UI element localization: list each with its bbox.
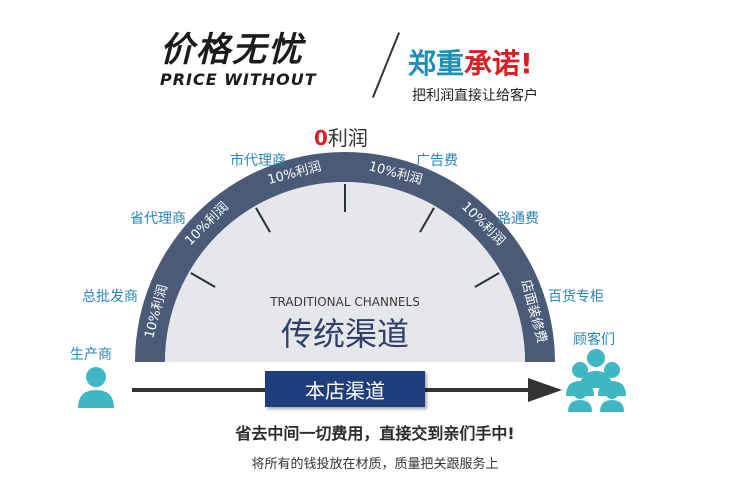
arc-tick xyxy=(474,272,500,288)
tagline: 省去中间一切费用，直接交到亲们手中! xyxy=(235,424,515,443)
arc-ticks xyxy=(190,184,500,288)
label-customers: 顾客们 xyxy=(573,332,615,348)
arc-band xyxy=(135,152,555,362)
label-producer: 生产商 xyxy=(70,347,112,363)
arc-inner xyxy=(165,182,525,362)
arc-tick xyxy=(255,207,271,233)
title-cn: 价格无忧 xyxy=(160,30,304,70)
store-channel-box: 本店渠道 xyxy=(265,371,425,407)
arc-tick xyxy=(190,272,216,288)
promise-heading: 郑重承诺! xyxy=(408,42,533,82)
channel-arrow-head xyxy=(528,378,562,402)
label-advertising: 广告费 xyxy=(416,153,458,169)
zero-profit: 0利润 xyxy=(314,122,368,151)
arc-tick xyxy=(419,207,435,233)
title-en: PRICE WITHOUT xyxy=(160,70,317,89)
zero-profit-text: 利润 xyxy=(327,126,368,150)
label-department-store: 百货专柜 xyxy=(548,289,604,305)
channel-cn: 传统渠道 xyxy=(281,315,409,353)
label-wholesaler: 总批发商 xyxy=(82,289,138,305)
tagline-sub: 将所有的钱投放在材质，质量把关跟服务上 xyxy=(251,457,499,472)
customers-icon xyxy=(566,349,626,412)
label-city-agent: 市代理商 xyxy=(230,153,286,169)
promise-red: 承诺! xyxy=(464,47,533,80)
promise-subtitle: 把利润直接让给客户 xyxy=(412,88,538,104)
zero-profit-number: 0 xyxy=(314,126,328,150)
producer-icon xyxy=(78,367,114,408)
label-channel-fee: 路通费 xyxy=(497,211,539,227)
channel-en: TRADITIONAL CHANNELS xyxy=(269,295,420,309)
promise-blue: 郑重 xyxy=(408,47,465,80)
label-provincial-agent: 省代理商 xyxy=(130,211,186,227)
